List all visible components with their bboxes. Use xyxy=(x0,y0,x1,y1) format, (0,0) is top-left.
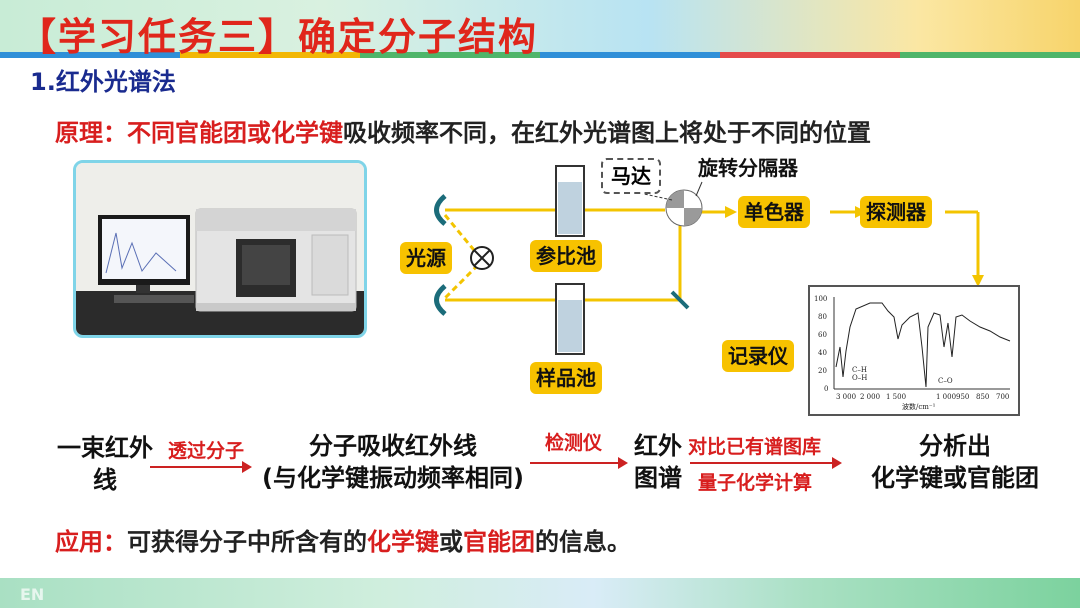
application-highlight-bond: 化学键 xyxy=(367,528,439,556)
x-tick: 700 xyxy=(996,393,1009,401)
flow-arrow3-bottom-label: 量子化学计算 xyxy=(698,472,813,494)
principle-rest: 吸收频率不同，在红外光谱图上将处于不同的位置 xyxy=(343,119,871,147)
x-tick: 3 000 xyxy=(836,393,856,401)
x-tick: 850 xyxy=(976,393,989,401)
application-label: 应用： xyxy=(55,528,127,556)
y-tick: 20 xyxy=(818,367,827,375)
mirror-bottom-left xyxy=(434,284,447,316)
x-axis-label: 波数/cm⁻¹ xyxy=(902,402,936,411)
x-tick: 950 xyxy=(956,393,969,401)
flow-arrow1-label: 透过分子 xyxy=(168,440,245,462)
annotation-co: C–O xyxy=(938,377,953,385)
ir-spectrum: 100 80 60 40 20 0 3 000 2 000 1 500 1 00… xyxy=(808,285,1020,416)
flow-step-analyze-line1: 分析出 xyxy=(919,432,991,460)
header-bar xyxy=(0,0,1080,58)
flow-step-absorb-line2: (与化学键振动频率相同) xyxy=(262,464,524,492)
application-highlight-group: 官能团 xyxy=(463,528,535,556)
flow-arrow3 xyxy=(690,457,842,469)
application-text1: 可获得分子中所含有的 xyxy=(127,528,367,556)
principle-highlight: 不同官能团或化学键 xyxy=(127,119,343,147)
annotation-ch: C–H xyxy=(852,366,867,374)
annotation-oh: O–H xyxy=(852,374,867,382)
rotating-splitter-label: 旋转分隔器 xyxy=(698,156,798,180)
x-tick: 1 000 xyxy=(936,393,956,401)
page-title: 【学习任务三】确定分子结构 xyxy=(18,14,539,59)
detector-label: 探测器 xyxy=(860,196,932,228)
x-tick: 2 000 xyxy=(860,393,880,401)
footer-bar xyxy=(0,578,1080,608)
flow-step-absorb-line1: 分子吸收红外线 xyxy=(309,432,477,460)
flow-arrow2-label: 检测仪 xyxy=(545,432,603,454)
recorder-label: 记录仪 xyxy=(722,340,794,372)
principle-text: 原理：不同官能团或化学键吸收频率不同，在红外光谱图上将处于不同的位置 xyxy=(55,113,871,148)
flow-arrow2 xyxy=(530,457,628,469)
motor-label: 马达 xyxy=(601,158,661,194)
flow-step-spectrum: 红外图谱 xyxy=(634,432,682,492)
application-text: 应用：可获得分子中所含有的化学键或官能团的信息。 xyxy=(55,522,631,557)
flow-arrow3-top-label: 对比已有谱图库 xyxy=(688,436,822,458)
rotating-splitter-icon xyxy=(665,189,703,227)
application-text3: 的信息。 xyxy=(535,528,631,556)
section-title: 1.红外光谱法 xyxy=(30,68,176,96)
flow-arrow1 xyxy=(150,461,252,473)
flow-step-infrared: 一束红外线 xyxy=(57,434,153,494)
spectrometer-photo xyxy=(73,160,367,338)
footer-language-label: EN xyxy=(20,585,45,604)
mirror-top-left xyxy=(434,194,447,226)
sample-cell-label: 样品池 xyxy=(530,362,602,394)
flow-step-absorb: 分子吸收红外线 (与化学键振动频率相同) xyxy=(248,430,538,494)
reference-cell-label: 参比池 xyxy=(530,240,602,272)
y-tick: 60 xyxy=(818,331,827,339)
x-tick: 1 500 xyxy=(886,393,906,401)
header-stripe xyxy=(0,52,1080,58)
principle-label: 原理： xyxy=(55,119,127,147)
y-tick: 80 xyxy=(818,313,827,321)
application-text2: 或 xyxy=(439,528,463,556)
light-source-label: 光源 xyxy=(400,242,452,274)
monochromator-label: 单色器 xyxy=(738,196,810,228)
y-tick: 0 xyxy=(824,385,828,393)
flow-step-analyze: 分析出 化学键或官能团 xyxy=(855,430,1055,494)
flow-step-analyze-line2: 化学键或官能团 xyxy=(871,464,1039,492)
y-tick: 100 xyxy=(814,295,827,303)
y-tick: 40 xyxy=(818,349,827,357)
